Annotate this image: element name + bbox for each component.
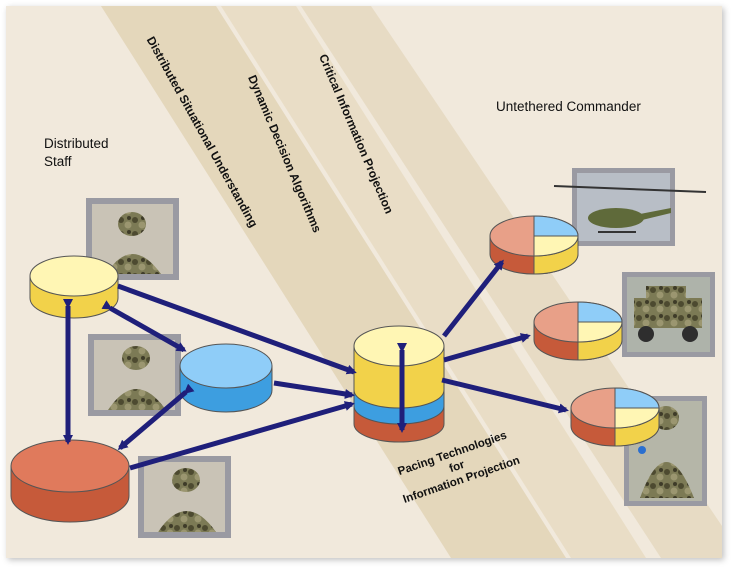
arrow-center-to-helicopter: [442, 259, 504, 338]
helicopter-photo: [553, 168, 707, 246]
arrow-yellow-to-center: [117, 283, 357, 375]
central-stack: [353, 325, 445, 443]
untethered-commander-label: Untethered Commander: [496, 99, 641, 114]
arrow-blue-to-center: [273, 380, 355, 399]
distributed-staff-label: Distributed Staff: [44, 135, 109, 171]
pie-disk-3: [570, 387, 660, 447]
vehicle-photo: [622, 272, 715, 357]
staff-photo-middle: [88, 334, 181, 416]
staff-disk-yellow: [29, 255, 119, 319]
band-decision: [221, 6, 646, 558]
staff-photo-top: [86, 198, 179, 280]
staff-disk-blue: [179, 343, 273, 413]
staff-photo-bottom: [138, 456, 231, 538]
diagram-canvas: [10, 6, 722, 558]
distributed-staff-line2: Staff: [44, 154, 72, 169]
arrow-red-to-center: [129, 401, 355, 471]
diagram-frame: Distributed Staff Untethered Commander D…: [6, 6, 722, 558]
arrow-staff-blue-red: [117, 383, 195, 450]
arrow-center-to-soldier: [441, 377, 569, 414]
staff-disk-red: [10, 439, 130, 523]
arrow-staff-yellow-blue: [101, 300, 187, 353]
flow-arrows: [63, 259, 569, 471]
band-situational: [101, 6, 566, 558]
pie-disk-1: [489, 215, 579, 275]
distributed-staff-line1: Distributed: [44, 136, 109, 151]
pie-disk-2: [533, 301, 623, 361]
arrow-center-to-vehicle: [443, 333, 531, 363]
